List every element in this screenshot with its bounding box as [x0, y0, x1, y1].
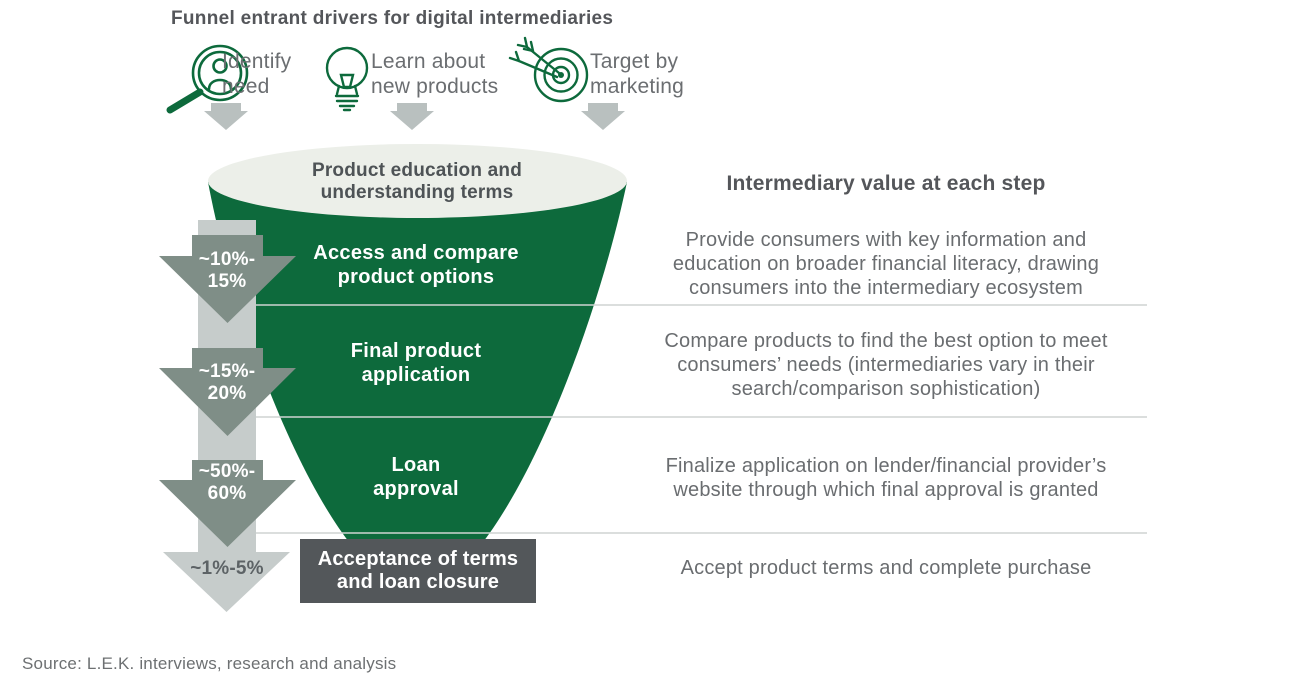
dropoff-pct-3: ~50%- 60%: [198, 461, 256, 504]
stage-4-value-text: Accept product terms and complete purcha…: [680, 557, 1092, 579]
figure-title: Funnel entrant drivers for digital inter…: [171, 8, 614, 29]
funnel-stage-3-label: Loan approval: [373, 454, 459, 500]
lightbulb-icon: [325, 46, 369, 112]
funnel-stage-1-label: Access and compare product options: [313, 242, 519, 288]
driver-arrow-1: [204, 103, 248, 130]
driver-arrow-3: [581, 103, 625, 130]
right-column-header: Intermediary value at each step: [726, 172, 1046, 195]
funnel-stage-top-label: Product education and understanding term…: [311, 160, 523, 203]
driver-label-target-by-marketing: Target by marketing: [590, 50, 685, 98]
dropoff-arrow-3: [159, 460, 296, 547]
driver-label-identify-need: Identify need: [222, 50, 292, 98]
target-darts-icon: [508, 36, 589, 103]
dropoff-arrow-1: [159, 235, 296, 323]
dropoff-pct-1: ~10%- 15%: [198, 249, 256, 292]
dropoff-pct-2: ~15%- 20%: [198, 361, 256, 404]
magnifier-person-icon: [166, 44, 249, 114]
stage-2-value-text: Compare products to find the best option…: [664, 330, 1108, 400]
funnel-body: [208, 182, 627, 546]
stage-3-value-text: Finalize application on lender/financial…: [665, 455, 1107, 501]
source-note: Source: L.E.K. interviews, research and …: [22, 654, 397, 673]
dropoff-pct-4: ~1%-5%: [190, 558, 264, 579]
stage-1-value-text: Provide consumers with key information a…: [672, 229, 1100, 299]
funnel-stage-2-label: Final product application: [350, 340, 482, 386]
funnel-top-ellipse: [208, 144, 627, 218]
driver-label-learn-about-new-products: Learn about new products: [371, 50, 499, 98]
acceptance-box: [300, 539, 536, 603]
funnel-stage-4-label: Acceptance of terms and loan closure: [317, 548, 519, 593]
dropoff-arrow-2: [159, 348, 296, 436]
driver-arrow-2: [390, 103, 434, 130]
